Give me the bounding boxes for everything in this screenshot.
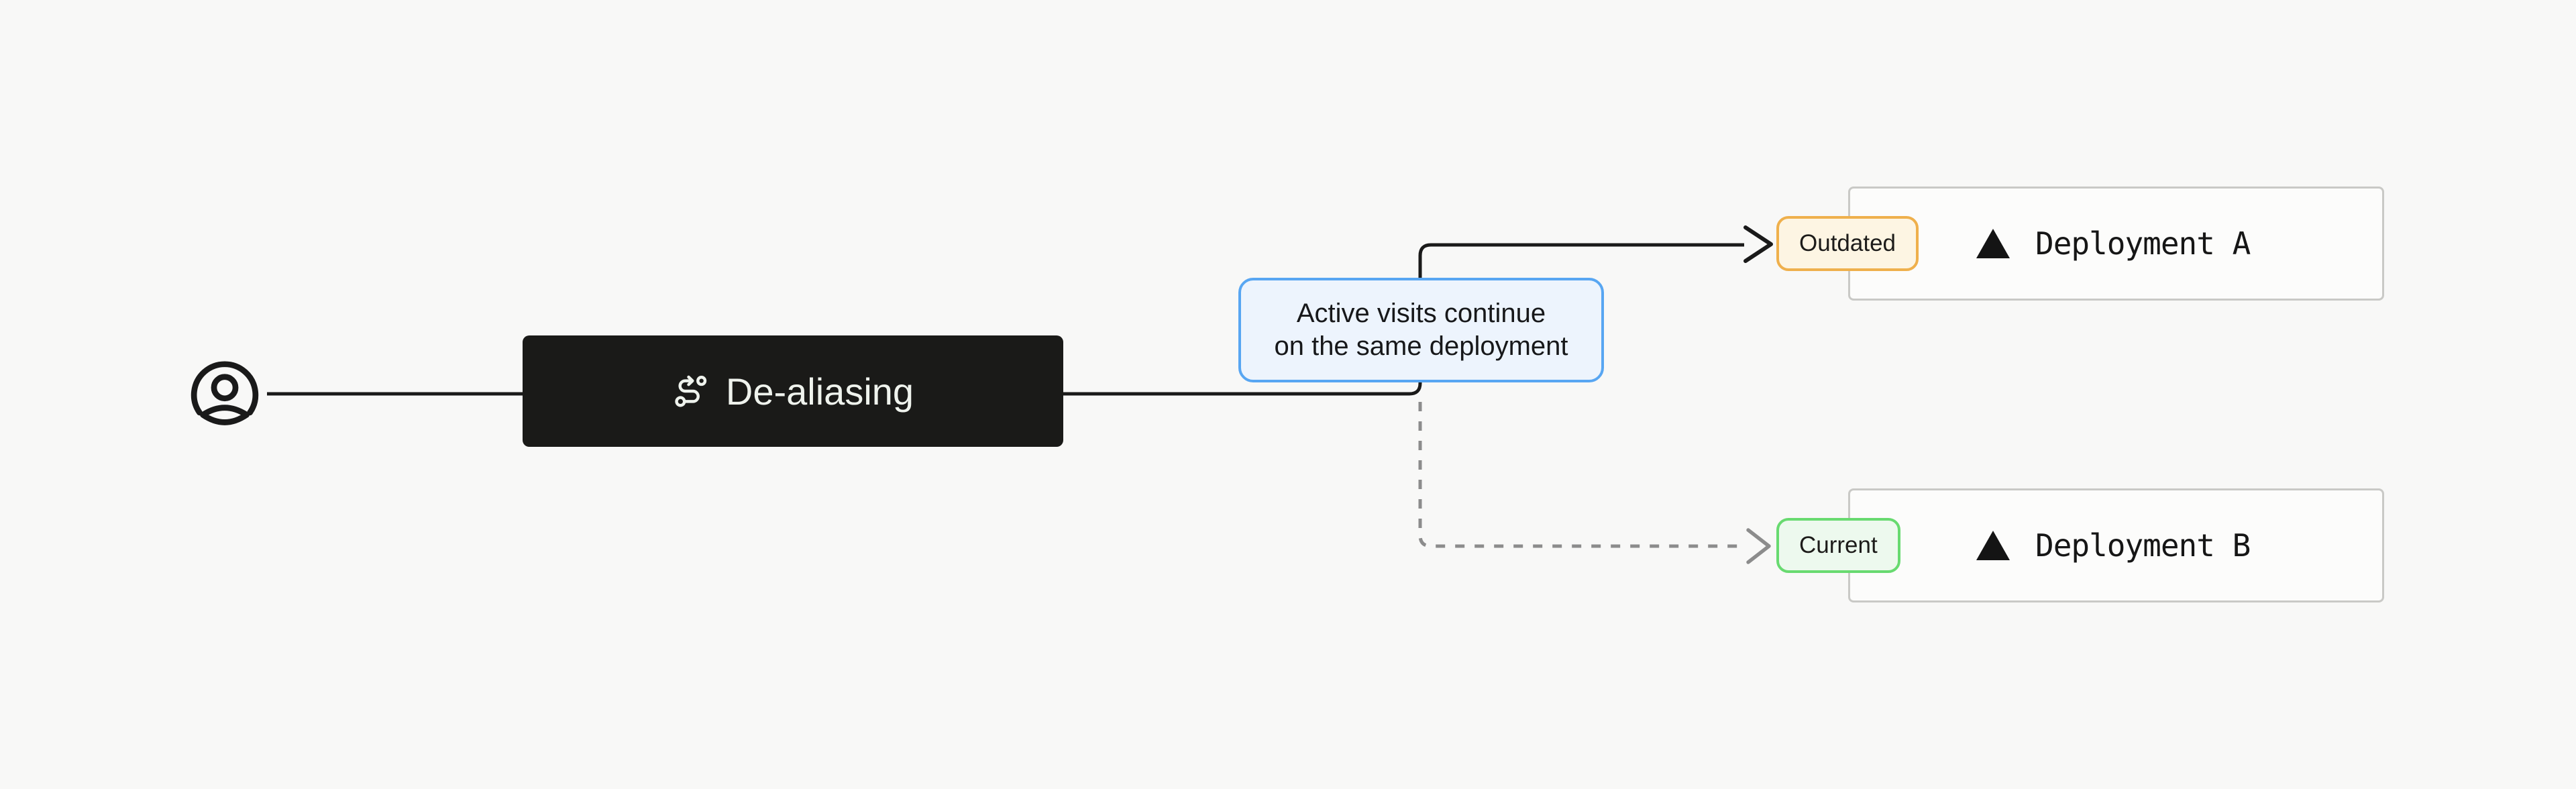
user-node — [188, 356, 262, 430]
deployment-b-card: Deployment B — [1848, 488, 2384, 602]
annotation-line-1: Active visits continue — [1296, 299, 1546, 328]
current-badge-label: Current — [1799, 532, 1878, 558]
route-icon — [675, 375, 707, 407]
outdated-status-badge: Outdated — [1776, 216, 1919, 271]
deployment-a-card: Deployment A — [1848, 187, 2384, 301]
dealiasing-node: De-aliasing — [523, 335, 1063, 447]
circle-user-icon — [191, 361, 259, 425]
solid-arrowhead-icon — [1743, 225, 1773, 263]
deployment-a-label: Deployment A — [2035, 225, 2251, 262]
dealiasing-to-current-dashed-line — [1418, 402, 1743, 548]
dealiasing-label: De-aliasing — [725, 370, 914, 413]
dashed-arrowhead-icon — [1746, 528, 1771, 564]
vercel-triangle-icon — [1976, 531, 2010, 560]
deployment-b-label: Deployment B — [2035, 527, 2251, 564]
current-status-badge: Current — [1776, 518, 1900, 573]
outdated-badge-label: Outdated — [1799, 230, 1896, 256]
annotation-line-2: on the same deployment — [1274, 331, 1568, 361]
vercel-triangle-icon — [1976, 229, 2010, 258]
annotation-tooltip: Active visits continue on the same deplo… — [1238, 278, 1604, 382]
